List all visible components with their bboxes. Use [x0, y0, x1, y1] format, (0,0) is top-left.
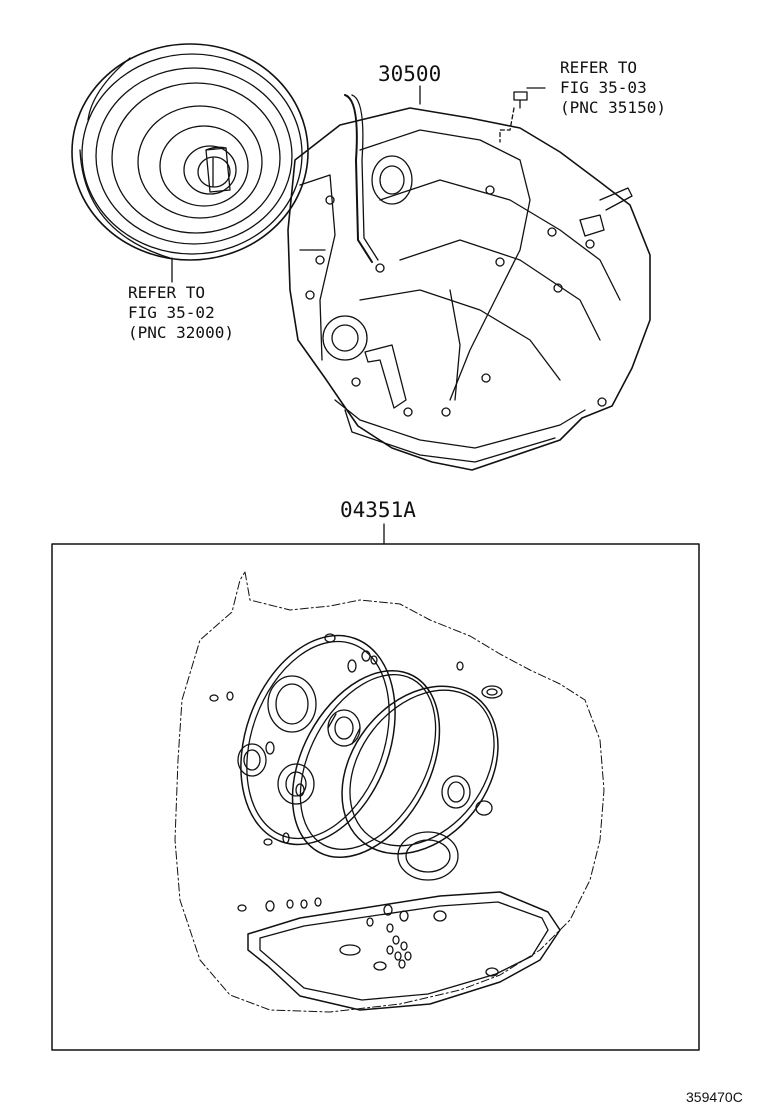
- transaxle-part-number[interactable]: 30500: [378, 62, 442, 86]
- gasket-kit-illustration: [174, 571, 605, 1013]
- gasket-kit-frame: [51, 543, 700, 1051]
- converter-reference-note[interactable]: REFER TO FIG 35-02 (PNC 32000): [128, 283, 234, 343]
- converter-ref-line-1: REFER TO: [128, 283, 206, 302]
- plug-ref-line-2: FIG 35-03: [560, 78, 647, 97]
- plug-ref-line-3: (PNC 35150): [560, 98, 666, 117]
- transaxle-assembly-illustration: [287, 87, 651, 471]
- plug-ref-line-1: REFER TO: [560, 58, 638, 77]
- torque-converter-illustration: [71, 43, 309, 283]
- illustration-code: 359470C: [686, 1089, 743, 1105]
- gasket-kit-part-number[interactable]: 04351A: [340, 498, 416, 522]
- plug-reference-note[interactable]: REFER TO FIG 35-03 (PNC 35150): [560, 58, 666, 118]
- converter-ref-line-2: FIG 35-02: [128, 303, 215, 322]
- converter-ref-line-3: (PNC 32000): [128, 323, 234, 342]
